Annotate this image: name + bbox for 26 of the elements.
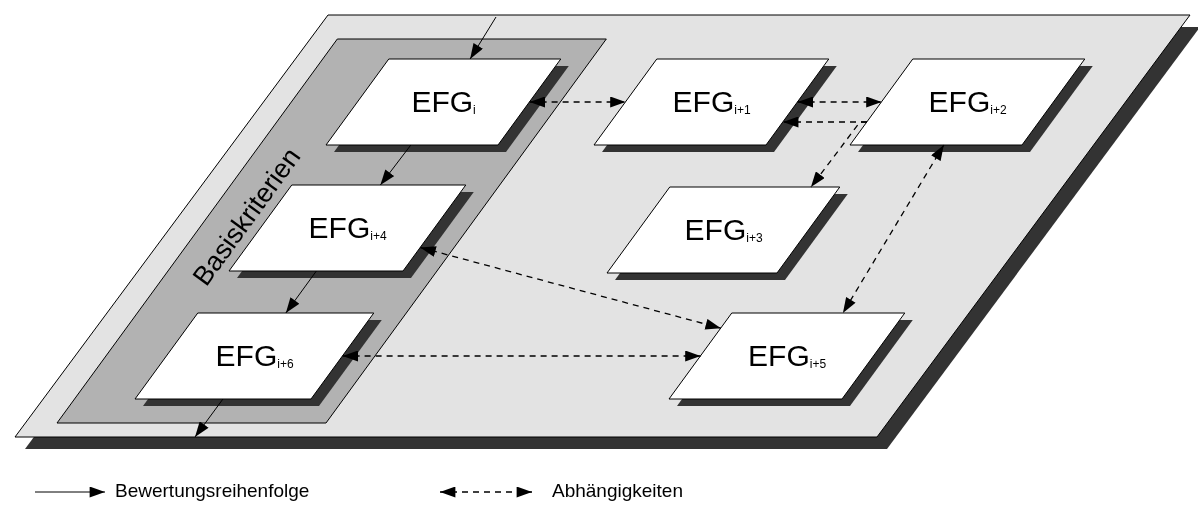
arrow (796, 96, 883, 108)
parallelogram-box (594, 59, 837, 152)
arrow (285, 270, 317, 314)
arrow (194, 398, 224, 438)
box-label: EFG$_{i+3}$ (684, 213, 763, 247)
box-label: EFG$_{i+6}$ (215, 339, 294, 373)
parallelogram-box (135, 313, 382, 406)
box-label: EFG$_{i+5}$ (748, 339, 827, 373)
box-label: EFG$_{i+4}$ (308, 211, 387, 245)
arrow (341, 350, 702, 362)
arrow (379, 144, 412, 186)
parallelogram-box (326, 59, 569, 152)
parallelogram-box (607, 187, 848, 280)
arrow (810, 121, 868, 188)
box-label: EFG$_{i+2}$ (928, 85, 1007, 119)
arrow (842, 144, 945, 314)
arrow (528, 96, 627, 108)
box-label: EFG$_{i}$ (411, 85, 476, 119)
band-area (56, 39, 606, 423)
arrow (419, 246, 722, 330)
parallelogram-box (669, 313, 913, 406)
arrow (469, 16, 497, 60)
legend-label: Abhängigkeiten (552, 480, 683, 502)
legend-label: Bewertungsreihenfolge (115, 480, 310, 502)
parallelogram-box (850, 59, 1093, 152)
box-label: EFG$_{i+1}$ (672, 85, 751, 119)
